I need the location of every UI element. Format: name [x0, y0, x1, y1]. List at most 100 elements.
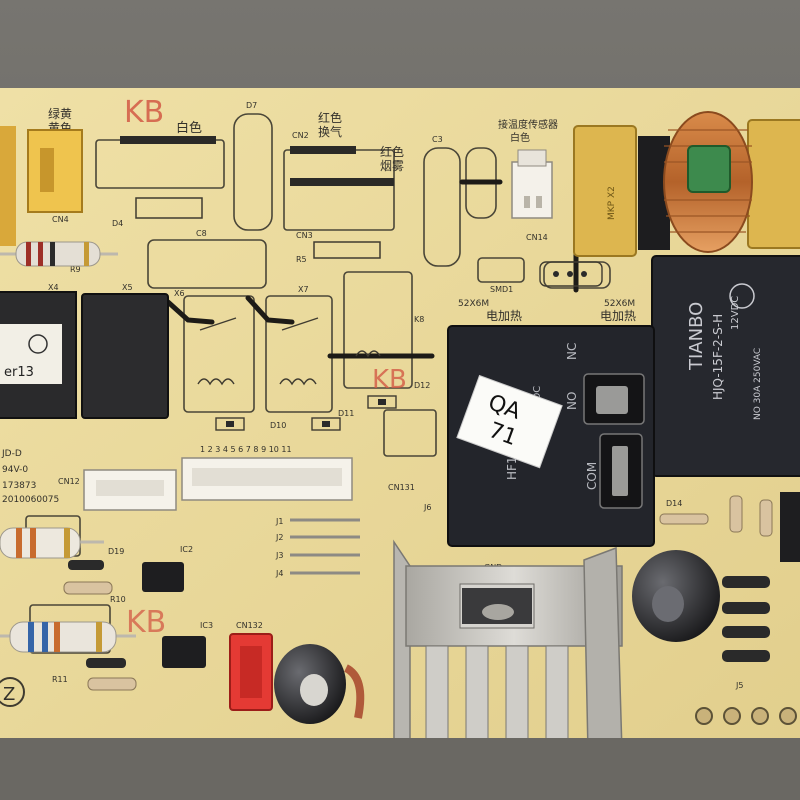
relay-tianbo-spec: NO 30A 250VAC — [753, 348, 763, 420]
label-red-vent: 红色 换气 — [318, 110, 346, 139]
label-sensor: 接温度传感器 白色 — [498, 118, 561, 144]
connector-white-strip — [120, 136, 216, 144]
relay-tianbo-brand: TIANBO — [686, 302, 707, 371]
code-2: 94V-0 — [2, 465, 28, 475]
designators: D7 CN2 CN3 C3 C8 D4 R9 R5 X4 X5 X6 X7 K8… — [48, 101, 743, 690]
red-connector-cn132 — [229, 633, 273, 711]
aluminum-heatsink — [393, 539, 623, 753]
designator-j3: J3 — [275, 551, 283, 560]
relay-coil-symbols — [197, 317, 381, 386]
designator-j1: J1 — [275, 517, 283, 526]
label-red-smoke-line1: 红色 — [380, 144, 404, 159]
yellow-connector-cn4 — [0, 126, 83, 246]
solder-pads — [695, 707, 797, 725]
connector-cn2-strip — [290, 146, 356, 154]
black-traces — [165, 179, 579, 359]
film-capacitor-left: MKP X2 — [573, 125, 637, 257]
designator-c3: C3 — [432, 135, 443, 144]
red-mark-middle: KB — [372, 365, 407, 395]
label-red-smoke-line2: 烟雾 — [380, 159, 404, 173]
smd-diodes — [215, 395, 397, 431]
label-white: 白色 — [176, 120, 202, 136]
designator-ic3: IC3 — [200, 621, 213, 630]
white-connector-sensor — [511, 149, 553, 219]
designator-x5: X5 — [122, 283, 133, 292]
bottom-left-codes: JD-D 94V-0 173873 2010060075 — [1, 449, 59, 505]
designator-d10: D10 — [270, 421, 286, 430]
label-yellow-green-line1: 绿黄 — [48, 106, 72, 121]
glass-diodes-right — [659, 492, 800, 662]
electrolytic-capacitor-right — [632, 550, 720, 642]
designator-r5: R5 — [296, 255, 307, 264]
ic2 — [142, 562, 184, 592]
relay-terminal-com: COM — [585, 462, 599, 490]
designator-ic2: IC2 — [180, 545, 193, 554]
ic3 — [162, 636, 206, 668]
designator-j5: J5 — [735, 681, 743, 690]
bottom-left-logo-ring — [0, 677, 25, 707]
code-1: JD-D — [1, 449, 22, 459]
qa-sticker: QA 71 — [456, 374, 563, 469]
designator-x7: X7 — [298, 285, 309, 294]
terminal-pins — [553, 271, 587, 277]
terminal-cn14 — [539, 261, 603, 287]
relay-tianbo: TIANBO HJQ-15F-2-S-H 12VDC NO 30A 250VAC — [651, 255, 800, 477]
designator-cn3: CN3 — [296, 231, 313, 240]
designator-cn131: CN131 — [388, 483, 415, 492]
white-connector-cn13 — [181, 457, 353, 501]
designator-smd1: SMD1 — [490, 285, 513, 294]
kb-mark-top: KB — [124, 95, 164, 130]
relay-x5 — [81, 293, 169, 419]
designator-d12: D12 — [414, 381, 430, 390]
designator-d11: D11 — [338, 409, 354, 418]
designator-d14: D14 — [666, 499, 682, 508]
transformer-label: er13 — [4, 365, 34, 380]
transformer-ul-logo — [28, 334, 48, 354]
designator-cn2: CN2 — [292, 131, 309, 140]
designator-d19: D19 — [108, 547, 124, 556]
designator-d4: D4 — [112, 219, 123, 228]
designator-j4: J4 — [275, 569, 283, 578]
designator-x6: X6 — [174, 289, 185, 298]
designator-x4: X4 — [48, 283, 59, 292]
capacitor-left-mark: MKP X2 — [607, 186, 617, 220]
relay-terminal-nc: NC — [565, 343, 579, 360]
label-red-vent-line1: 红色 — [318, 110, 342, 125]
label-red-vent-line2: 换气 — [318, 124, 342, 139]
resistor-blue-bottom — [0, 621, 136, 653]
floor-bottom — [0, 738, 800, 800]
kb-mark-bottom: KB — [126, 605, 166, 640]
designator-j6: J6 — [423, 503, 431, 512]
designator-cn132: CN132 — [236, 621, 263, 630]
designator-c8: C8 — [196, 229, 207, 238]
transformer-left: er13 — [0, 291, 77, 419]
relay-tianbo-model: HJQ-15F-2-S-H — [711, 314, 725, 400]
toroid-inductor — [663, 111, 753, 253]
resistor-large-bottom — [0, 527, 104, 559]
resistor-d4 — [135, 197, 203, 219]
designator-j2: J2 — [275, 533, 283, 542]
jumper-wires — [290, 518, 360, 575]
resistor-r9 — [0, 241, 118, 267]
label-red-smoke: 红色 烟雾 — [380, 144, 408, 173]
designator-r11: R11 — [52, 675, 68, 684]
relay-tianbo-ul-logo — [729, 283, 755, 309]
code-4: 2010060075 — [2, 495, 59, 505]
designator-d7: D7 — [246, 101, 257, 110]
label-sensor-line2: 白色 — [510, 131, 530, 144]
designator-r9: R9 — [70, 265, 81, 274]
electrolytic-capacitor-bottom — [274, 644, 365, 724]
designator-cn14: CN14 — [526, 233, 548, 242]
label-heater-a: 电加热 — [486, 309, 522, 323]
relay-tianbo-coil: 12VDC — [730, 296, 741, 330]
label-52x6-a: 52X6M — [458, 299, 489, 309]
label-heater-b: 电加热 — [600, 309, 636, 323]
designator-cn12: CN12 — [58, 477, 80, 486]
designator-k8: K8 — [414, 315, 424, 324]
designator-r10: R10 — [110, 595, 126, 604]
label-52x6-b: 52X6M — [604, 299, 635, 309]
code-3: 173873 — [2, 481, 36, 491]
designator-cn4: CN4 — [52, 215, 69, 224]
